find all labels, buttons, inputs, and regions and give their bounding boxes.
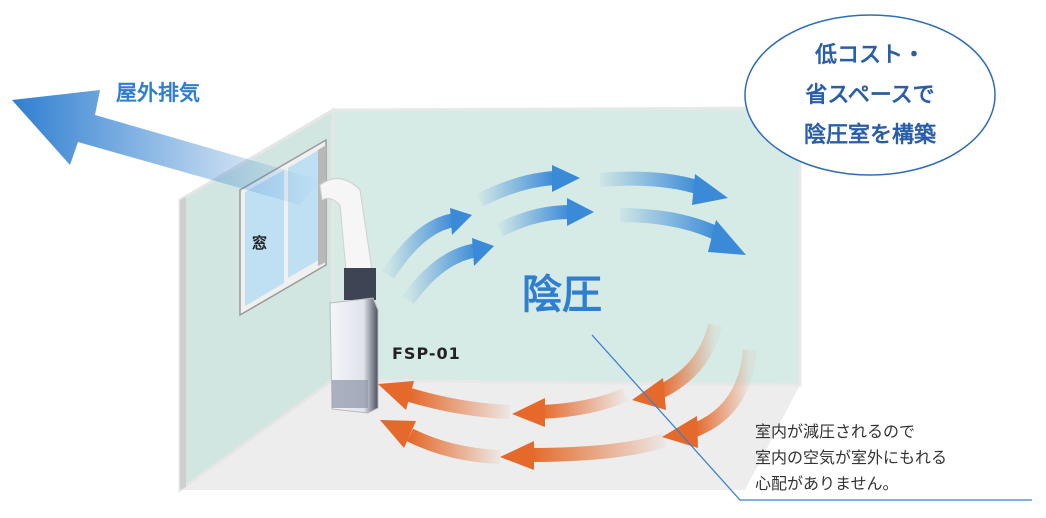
note-callout: 室内が減圧されるので 室内の空気が室外にもれる 心配がありません。 [591, 334, 1032, 501]
bubble-line-3: 陰圧室を構築 [804, 122, 937, 148]
room [178, 106, 802, 493]
left-wall-edge [180, 197, 186, 490]
bubble-line-1: 低コスト・ [814, 43, 925, 68]
benefit-bubble: 低コスト・ 省スペースで 陰圧室を構築 [744, 14, 996, 176]
note-line-3: 心配がありません。 [755, 474, 899, 493]
negative-pressure-label: 陰圧 [522, 272, 602, 318]
airflow-arrows-orange [378, 323, 757, 470]
bubble-line-2: 省スペースで [804, 83, 934, 108]
exhaust-label: 屋外排気 [116, 81, 200, 105]
model-label: FSP-01 [392, 344, 461, 363]
note-line-1: 室内が減圧されるので [755, 422, 915, 441]
fsp-01-unit: FSP-01 [319, 178, 461, 414]
note-line-2: 室内の空気が室外にもれる [755, 448, 947, 467]
airflow-arrows-blue [382, 165, 746, 305]
window-label: 窓 [252, 234, 267, 252]
exhaust-arrow: 屋外排気 [12, 81, 320, 205]
